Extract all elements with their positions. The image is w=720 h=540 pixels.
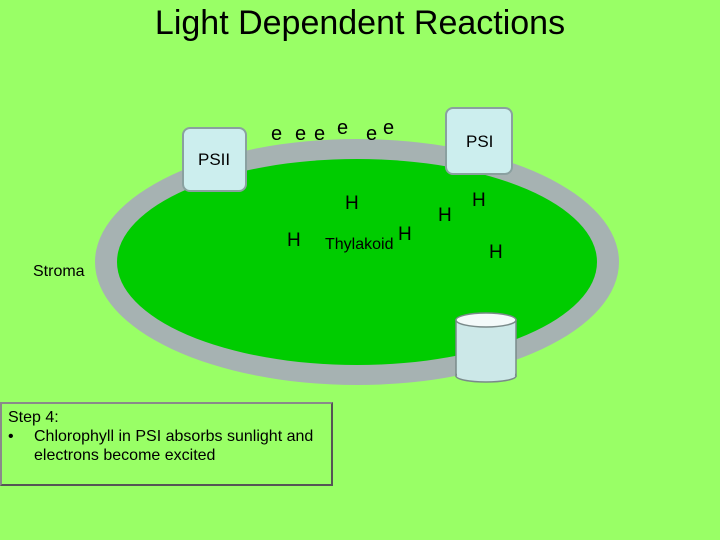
- step-bullet-list: • Chlorophyll in PSI absorbs sunlight an…: [8, 427, 325, 465]
- hydrogen-ion: H: [398, 224, 412, 245]
- hydrogen-ion: H: [287, 230, 301, 251]
- psii-protein: [182, 127, 247, 192]
- stroma-label: Stroma: [33, 263, 85, 280]
- slide-title: Light Dependent Reactions: [154, 4, 566, 42]
- electron: e: [366, 123, 378, 145]
- electron: e: [314, 123, 326, 145]
- step-heading: Step 4:: [8, 409, 59, 426]
- electron: e: [271, 123, 283, 145]
- electron: e: [383, 117, 395, 139]
- electron: e: [337, 117, 349, 139]
- hydrogen-ion: H: [345, 193, 359, 214]
- hydrogen-ion: H: [438, 205, 452, 226]
- step-bullet-item: • Chlorophyll in PSI absorbs sunlight an…: [8, 427, 325, 465]
- psi-label: PSI: [466, 132, 494, 151]
- atp-synthase-cylinder: [455, 312, 517, 383]
- bullet-glyph: •: [8, 428, 14, 445]
- psi-protein: [445, 107, 513, 175]
- electron: e: [295, 123, 307, 145]
- psii-label: PSII: [198, 150, 231, 169]
- hydrogen-ion: H: [472, 190, 486, 211]
- thylakoid-label: Thylakoid: [325, 236, 394, 253]
- step-description-box: Step 4: • Chlorophyll in PSI absorbs sun…: [0, 402, 333, 486]
- step-bullet-text: Chlorophyll in PSI absorbs sunlight and …: [34, 428, 314, 464]
- hydrogen-ion: H: [489, 242, 503, 263]
